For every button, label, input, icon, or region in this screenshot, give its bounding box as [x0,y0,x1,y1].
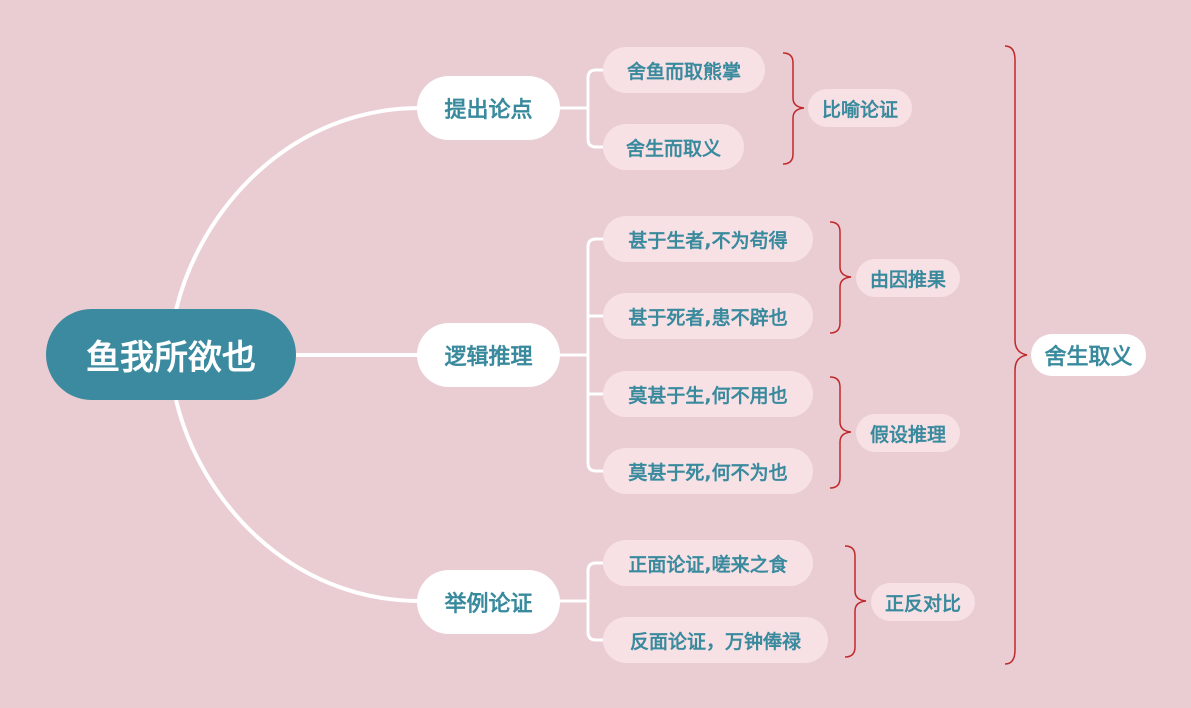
brace-group-2 [829,221,852,334]
leaf-node-3-1[interactable]: 正面论证,嗟来之食 [603,540,813,586]
brace-group-4 [844,545,867,658]
conclusion-node[interactable]: 舍生取义 [1031,334,1146,376]
group-node-3[interactable]: 假设推理 [856,414,960,452]
leaf-node-2-3[interactable]: 莫甚于生,何不用也 [603,371,813,417]
root-node[interactable]: 鱼我所欲也 [46,309,296,400]
leaf-node-1-2[interactable]: 舍生而取义 [603,124,744,170]
leaf-node-2-1[interactable]: 甚于生者,不为苟得 [603,216,813,262]
group-node-2[interactable]: 由因推果 [856,259,960,297]
branch-node-2[interactable]: 逻辑推理 [417,323,560,387]
leaf-node-2-2[interactable]: 甚于死者,患不辟也 [603,293,813,339]
brace-group-1 [782,52,805,165]
leaf-node-2-4[interactable]: 莫甚于死,何不为也 [603,448,813,494]
connector-root-to-branch-3 [174,399,421,603]
brace-conclusion [1004,45,1028,665]
connector-root-to-branch-1 [174,106,421,311]
branch-node-3[interactable]: 举例论证 [417,570,560,634]
group-node-1[interactable]: 比喻论证 [808,89,912,127]
connector-branch-3-leaves [558,561,605,642]
leaf-node-1-1[interactable]: 舍鱼而取熊掌 [603,47,765,93]
brace-group-3 [829,376,852,489]
connector-branch-2-leaves [558,237,605,473]
connector-branch-1-leaves [558,68,605,149]
group-node-4[interactable]: 正反对比 [871,583,975,621]
leaf-node-3-2[interactable]: 反面论证，万钟俸禄 [603,617,828,663]
branch-node-1[interactable]: 提出论点 [417,76,560,140]
